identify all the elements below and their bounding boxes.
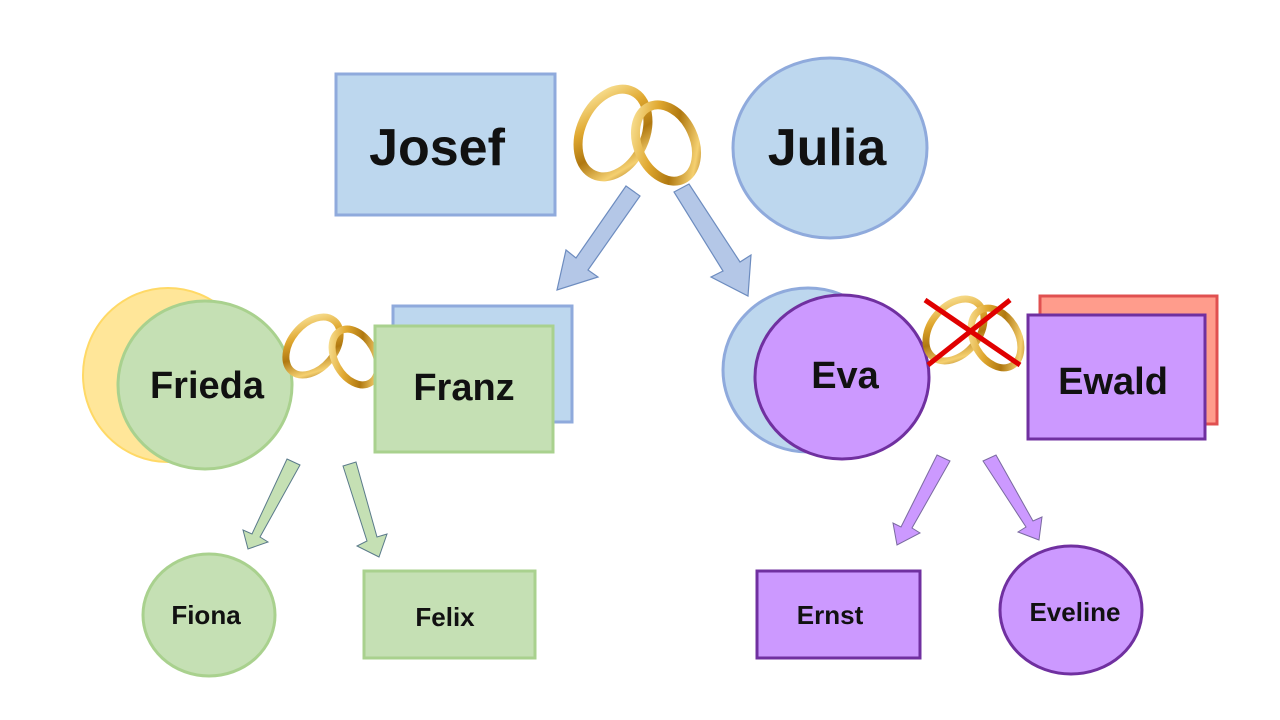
male-box [373,324,555,454]
child-arrow-to-ernst [892,454,951,546]
child-arrow-to-eva [673,183,752,297]
ring-icon [328,325,382,389]
ring-icon [282,313,344,379]
female-circle [116,299,294,471]
male-box [362,569,537,660]
person-name-frieda: Frieda [150,365,265,407]
child-arrow-to-fiona [242,458,301,550]
person-name-josef: Josef [369,119,506,177]
person-eva: Eva [721,286,931,461]
male-box [1026,313,1207,441]
child-arrow-to-franz [556,185,641,291]
person-name-ernst: Ernst [797,600,864,630]
person-eveline: Eveline [998,544,1144,676]
person-franz: Franz [373,304,574,454]
child-arrow-to-eveline [982,454,1043,541]
male-box [334,72,557,217]
person-ewald: Ewald [1026,294,1219,441]
person-name-franz: Franz [413,367,514,409]
person-name-fiona: Fiona [171,600,241,630]
ring-icon [631,100,701,186]
divorced-rings-eva-ewald [922,295,1025,372]
person-felix: Felix [362,569,537,660]
child-arrow-to-felix [342,461,388,558]
male-box [755,569,922,660]
ring-icon [967,304,1025,372]
person-name-ewald: Ewald [1058,361,1168,403]
female-circle [141,552,277,678]
person-name-eva: Eva [811,355,879,397]
divorce-cross-icon [926,298,1012,367]
person-name-felix: Felix [415,602,475,632]
female-circle [753,293,931,461]
wedding-rings-frieda-franz [282,313,382,389]
female-circle [998,544,1144,676]
wedding-rings-josef-julia [573,84,701,186]
person-frieda: Frieda [82,287,294,471]
person-fiona: Fiona [141,552,277,678]
female-circle [731,56,929,240]
person-name-julia: Julia [768,119,888,177]
person-ernst: Ernst [755,569,922,660]
person-josef: Josef [334,72,557,217]
person-name-eveline: Eveline [1029,597,1120,627]
person-julia: Julia [731,56,929,240]
